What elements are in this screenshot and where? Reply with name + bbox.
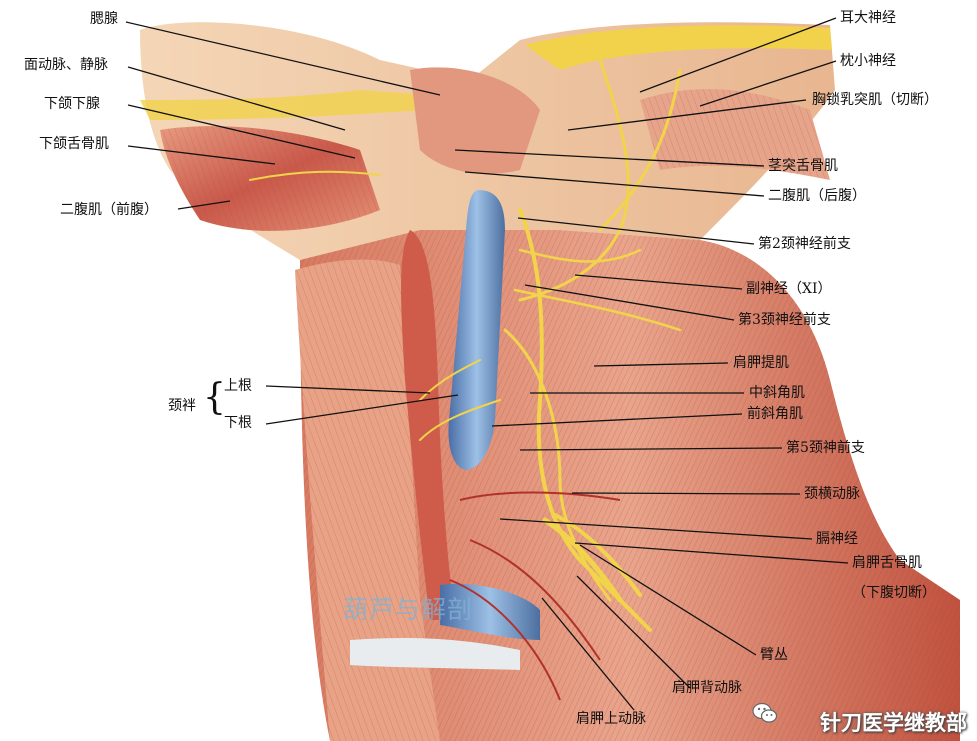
watermark: 葫芦与解剖 <box>343 595 474 624</box>
label-parotid: 腮腺 <box>90 11 118 27</box>
label-digastric-posterior: 二腹肌（后腹） <box>768 188 866 204</box>
label-ansa-cervicalis: 颈袢 <box>168 398 196 414</box>
label-levator-scapulae: 肩胛提肌 <box>733 355 789 371</box>
label-suprascapular-artery: 肩胛上动脉 <box>576 711 646 727</box>
label-c5-anterior-ramus: 第5颈神前支 <box>786 440 865 456</box>
label-phrenic-nerve: 膈神经 <box>816 531 858 547</box>
label-digastric-anterior: 二腹肌（前腹） <box>60 202 158 218</box>
label-stylohyoid: 茎突舌骨肌 <box>768 158 838 174</box>
label-omohyoid: 肩胛舌骨肌 <box>852 555 922 571</box>
label-inferior-root: 下根 <box>224 415 252 431</box>
label-brachial-plexus: 臂丛 <box>760 647 788 663</box>
wechat-icon <box>752 702 778 723</box>
label-c3-anterior-ramus: 第3颈神经前支 <box>738 312 831 328</box>
ansa-brace: { <box>203 377 226 418</box>
label-facial-vessels: 面动脉、静脉 <box>24 57 108 73</box>
label-submandibular-gland: 下颌下腺 <box>44 96 100 112</box>
label-mylohyoid: 下颌舌骨肌 <box>39 136 109 152</box>
label-dorsal-scapular-artery: 肩胛背动脉 <box>672 680 742 696</box>
label-lesser-occipital-nerve: 枕小神经 <box>840 53 896 69</box>
label-scalenus-anterior: 前斜角肌 <box>747 406 803 422</box>
label-great-auricular-nerve: 耳大神经 <box>840 10 896 26</box>
label-scm-cut: 胸锁乳突肌（切断） <box>812 92 938 108</box>
label-transverse-cervical-artery: 颈横动脉 <box>804 486 860 502</box>
label-accessory-nerve: 副神经（XI） <box>746 281 832 297</box>
label-c2-anterior-ramus: 第2颈神经前支 <box>758 236 851 252</box>
label-omohyoid-note: （下腹切断） <box>852 585 936 601</box>
label-superior-root: 上根 <box>224 378 252 394</box>
label-scalenus-medius: 中斜角肌 <box>749 385 805 401</box>
brand-text: 针刀医学继教部 <box>820 710 967 735</box>
